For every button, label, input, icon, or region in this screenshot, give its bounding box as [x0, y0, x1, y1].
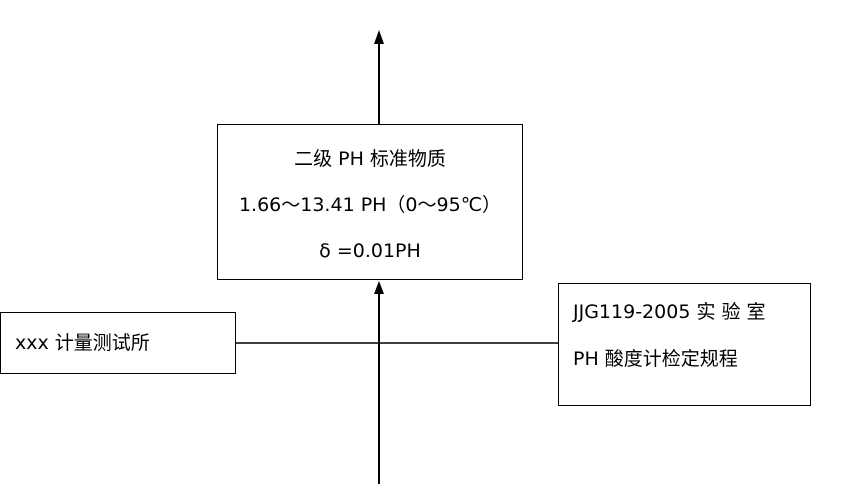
standard-material-range: 1.66～13.41 PH（0～95℃）: [238, 194, 502, 216]
lab-box: xxx 计量测试所: [0, 312, 236, 374]
standard-material-box: 二级 PH 标准物质 1.66～13.41 PH（0～95℃） δ =0.01P…: [217, 124, 523, 280]
standard-material-title: 二级 PH 标准物质: [294, 148, 446, 170]
regulation-code: JJG119-2005 实 验 室: [573, 301, 766, 323]
regulation-box: JJG119-2005 实 验 室 PH 酸度计检定规程: [558, 283, 811, 406]
regulation-title: PH 酸度计检定规程: [573, 348, 738, 370]
standard-material-uncertainty: δ =0.01PH: [319, 240, 421, 262]
arrow-up-icon: [374, 30, 384, 44]
arrow-up-icon: [374, 281, 384, 294]
lab-name: xxx 计量测试所: [15, 332, 150, 354]
